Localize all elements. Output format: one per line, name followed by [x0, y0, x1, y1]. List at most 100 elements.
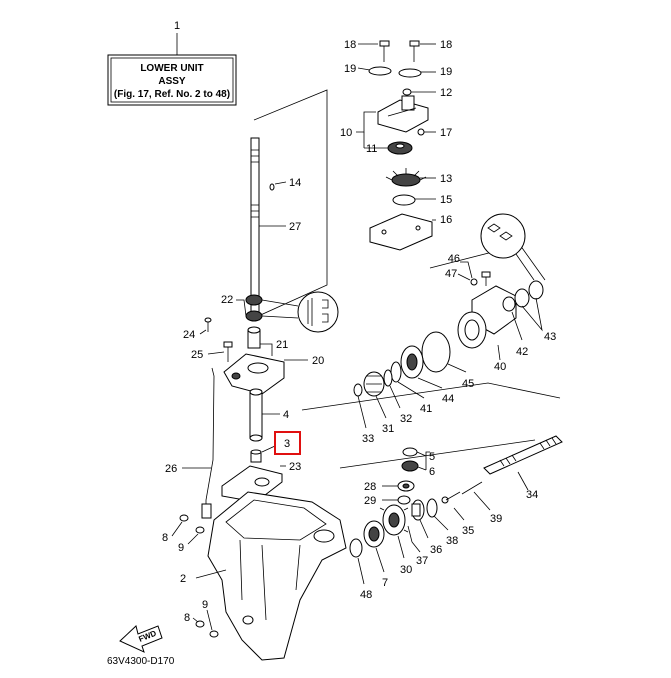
pin-37[interactable]	[407, 525, 413, 543]
lower-case-2[interactable]	[207, 491, 347, 661]
callout-16[interactable]: 16	[440, 214, 452, 226]
o-ring-45[interactable]	[421, 331, 451, 373]
callout-12[interactable]: 12	[440, 87, 452, 99]
callout-13[interactable]: 13	[440, 173, 452, 185]
callout-44[interactable]: 44	[442, 393, 454, 405]
shim-32[interactable]	[383, 369, 393, 387]
callout-9b[interactable]: 9	[202, 599, 208, 611]
callout-27[interactable]: 27	[289, 221, 301, 233]
pin-14[interactable]	[269, 183, 275, 191]
callout-17[interactable]: 17	[440, 127, 452, 139]
gasket-15[interactable]	[392, 194, 416, 206]
impeller-13[interactable]	[385, 168, 427, 187]
bolt-8a[interactable]	[179, 514, 189, 522]
pump-housing-10[interactable]	[377, 95, 429, 133]
callout-34[interactable]: 34	[526, 489, 538, 501]
callout-2[interactable]: 2	[180, 573, 186, 585]
bushing-21[interactable]	[247, 326, 261, 349]
callout-23[interactable]: 23	[289, 461, 301, 473]
propeller-shaft-housing-40[interactable]	[457, 285, 517, 349]
washer-9b[interactable]	[209, 630, 219, 638]
callout-22[interactable]: 22	[221, 294, 233, 306]
pinion-gear-31[interactable]	[363, 371, 385, 397]
bearing-42[interactable]	[502, 296, 516, 312]
washer-9a[interactable]	[195, 526, 205, 534]
callout-31[interactable]: 31	[382, 423, 394, 435]
shift-rod-retainer-20[interactable]	[223, 353, 285, 395]
callout-43[interactable]: 43	[544, 331, 556, 343]
water-tube-4[interactable]	[249, 388, 263, 442]
gear-case-lubricant-magnifier[interactable]	[480, 213, 526, 259]
oil-seal-43a[interactable]	[514, 288, 530, 308]
callout-30[interactable]: 30	[400, 564, 412, 576]
callout-24[interactable]: 24	[183, 329, 195, 341]
part-12[interactable]	[402, 88, 412, 96]
callout-29[interactable]: 29	[364, 495, 376, 507]
callout-8b[interactable]: 8	[184, 612, 190, 624]
washer-33[interactable]	[353, 383, 363, 397]
callout-9a[interactable]: 9	[178, 542, 184, 554]
nut-6[interactable]	[401, 460, 419, 472]
callout-18b[interactable]: 18	[440, 39, 452, 51]
callout-19b[interactable]: 19	[440, 66, 452, 78]
callout-5[interactable]: 5	[429, 451, 435, 463]
part-35[interactable]	[441, 491, 461, 504]
callout-47[interactable]: 47	[445, 268, 457, 280]
washer-5[interactable]	[402, 447, 418, 457]
bolt-8b[interactable]	[195, 620, 205, 628]
callout-45[interactable]: 45	[462, 378, 474, 390]
oil-seal-43b[interactable]	[528, 280, 544, 300]
callout-28[interactable]: 28	[364, 481, 376, 493]
bolt-46[interactable]	[481, 271, 491, 286]
shift-rod-26[interactable]	[201, 367, 215, 519]
callout-37[interactable]: 37	[416, 555, 428, 567]
grommet-3[interactable]	[250, 449, 262, 463]
drive-shaft-27[interactable]	[250, 137, 260, 321]
callout-11[interactable]: 11	[366, 143, 377, 155]
oil-seal-22b[interactable]	[245, 310, 263, 322]
callout-21[interactable]: 21	[276, 339, 288, 351]
selected-part-highlight[interactable]	[274, 431, 301, 455]
callout-14[interactable]: 14	[289, 177, 301, 189]
callout-42[interactable]: 42	[516, 346, 528, 358]
tapered-bearing-7[interactable]	[363, 520, 385, 548]
shift-plunger-39[interactable]	[461, 481, 483, 495]
callout-15[interactable]: 15	[440, 194, 452, 206]
part-47[interactable]	[470, 278, 478, 286]
callout-39[interactable]: 39	[490, 513, 502, 525]
callout-4[interactable]: 4	[283, 409, 289, 421]
dog-clutch-36[interactable]	[411, 499, 425, 521]
oil-seal-22a[interactable]	[245, 294, 263, 306]
callout-48[interactable]: 48	[360, 589, 372, 601]
lower-unit-assy-box[interactable]: LOWER UNIT ASSY (Fig. 17, Ref. No. 2 to …	[107, 54, 237, 106]
clip-19-right[interactable]	[398, 68, 422, 78]
reverse-gear-41[interactable]	[390, 361, 402, 383]
ball-bearing-44[interactable]	[400, 345, 424, 379]
callout-32[interactable]: 32	[400, 413, 412, 425]
callout-19a[interactable]: 19	[344, 63, 356, 75]
callout-40[interactable]: 40	[494, 361, 506, 373]
gasket-23[interactable]	[221, 465, 283, 503]
bolt-18-right[interactable]	[409, 40, 420, 62]
bolt-25[interactable]	[223, 341, 233, 362]
outer-plate-16[interactable]	[369, 213, 433, 251]
washer-38[interactable]	[426, 498, 438, 518]
clip-19-left[interactable]	[368, 66, 392, 76]
callout-35[interactable]: 35	[462, 525, 474, 537]
callout-8a[interactable]: 8	[162, 532, 168, 544]
part-17[interactable]	[417, 128, 425, 136]
callout-20[interactable]: 20	[312, 355, 324, 367]
callout-41[interactable]: 41	[420, 403, 432, 415]
forward-gear-30[interactable]	[379, 504, 409, 536]
callout-38[interactable]: 38	[446, 535, 458, 547]
shim-48[interactable]	[349, 538, 363, 558]
callout-18a[interactable]: 18	[344, 39, 356, 51]
callout-26[interactable]: 26	[165, 463, 177, 475]
propeller-shaft-34[interactable]	[483, 435, 563, 475]
shim-29[interactable]	[397, 495, 411, 505]
callout-7[interactable]: 7	[382, 577, 388, 589]
callout-3[interactable]: 3	[284, 438, 290, 450]
pin-24[interactable]	[204, 317, 212, 332]
callout-33[interactable]: 33	[362, 433, 374, 445]
callout-10[interactable]: 10	[340, 127, 352, 139]
